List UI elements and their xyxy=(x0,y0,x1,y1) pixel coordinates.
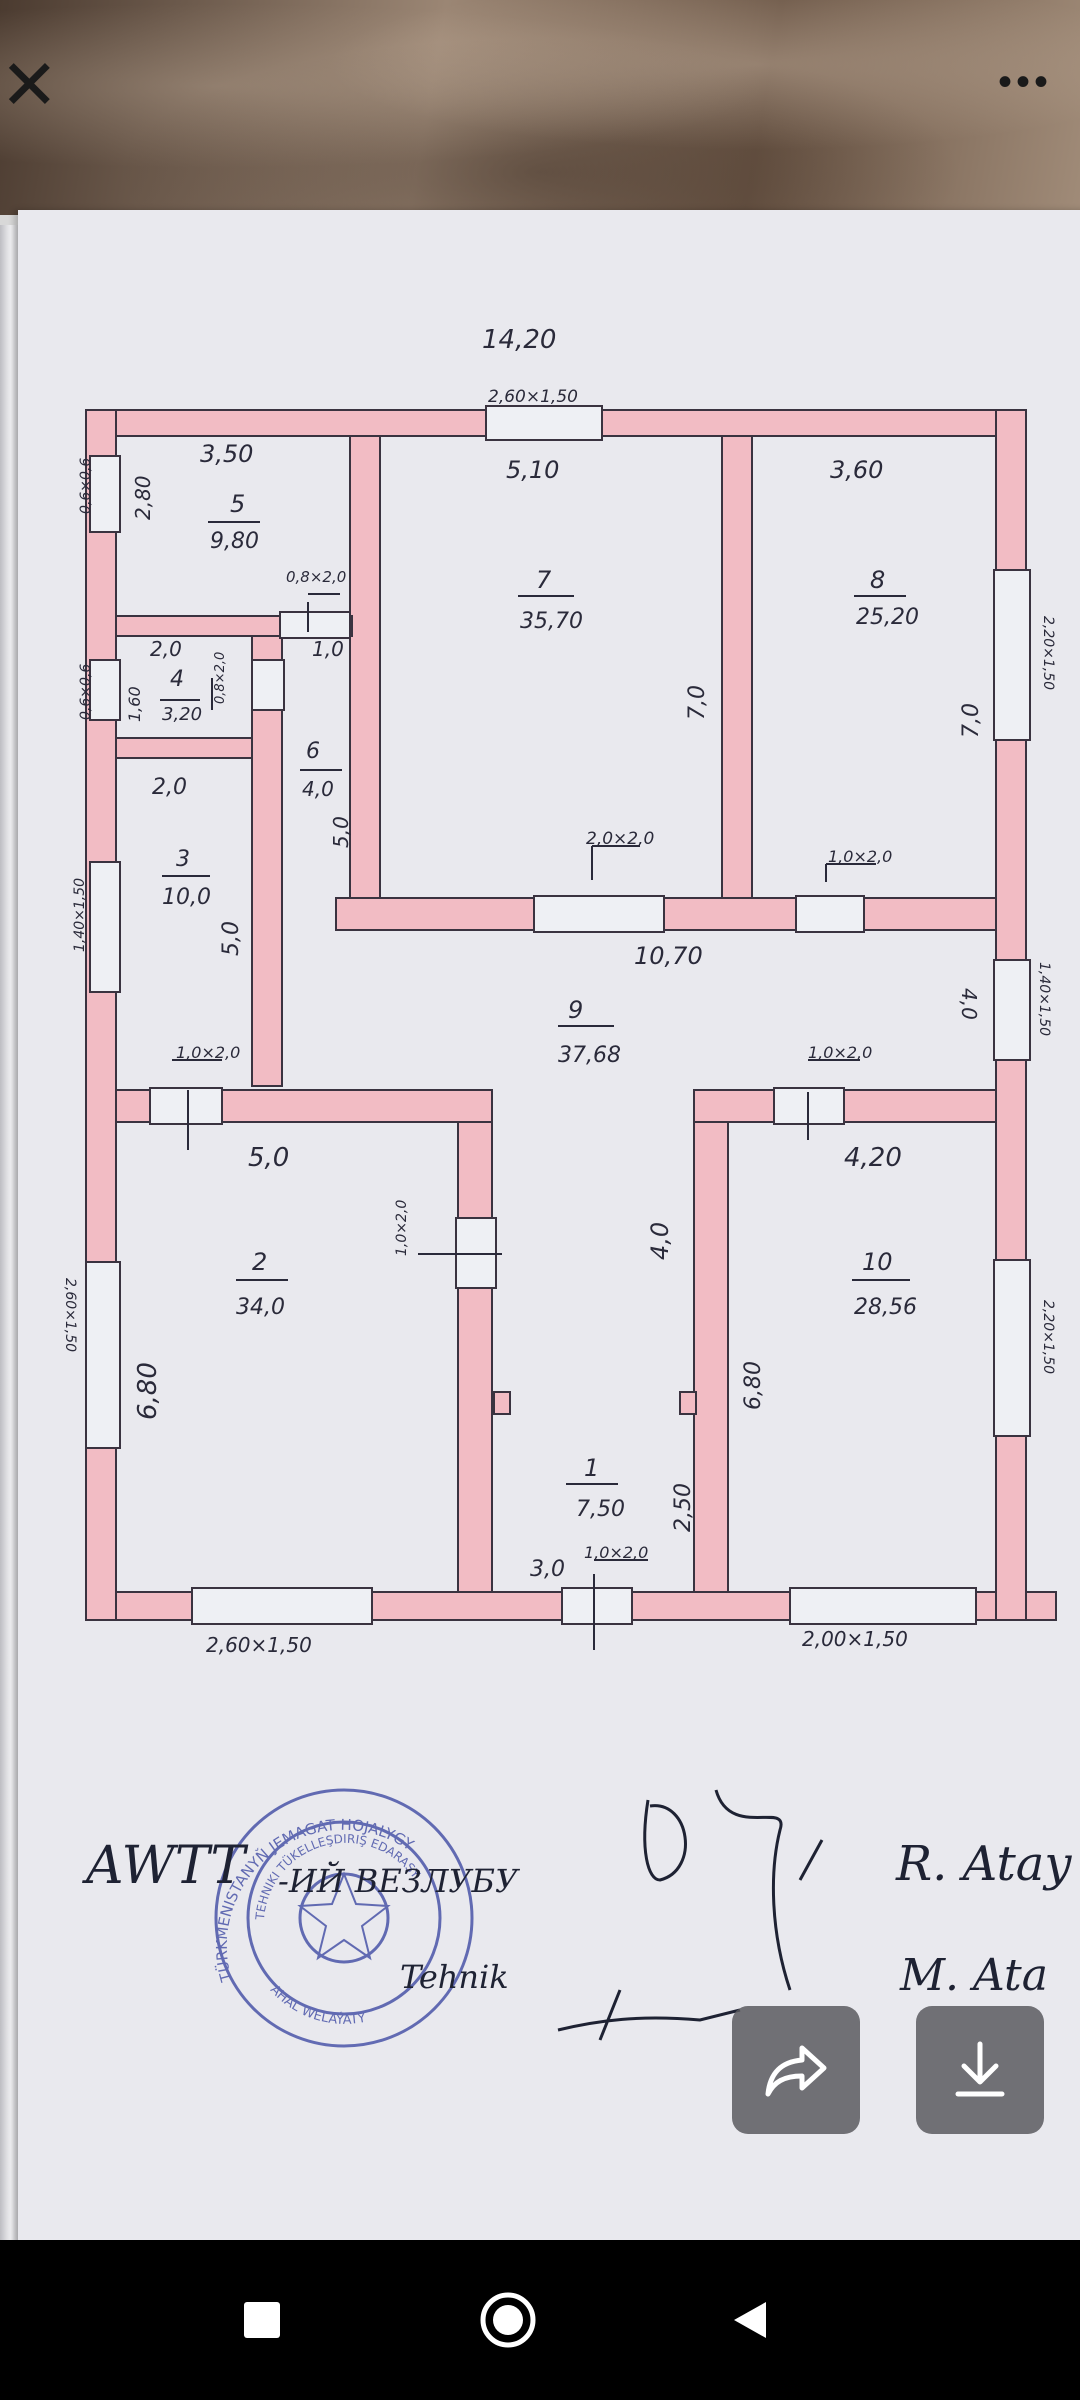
room3-number: 3 xyxy=(176,847,190,872)
corridor-height: 4,0 xyxy=(646,1222,674,1260)
background-fabric xyxy=(0,0,1080,215)
signature-line2-left: Tehnik xyxy=(400,1958,509,1996)
official-stamp: TÜRKMENISTANYŇ JEMAGAT HOJALYGY TEHNIKI … xyxy=(213,1788,474,2048)
door-room8-label: 1,0×2,0 xyxy=(828,847,892,866)
left-window-room2-label: 2,60×1,50 xyxy=(62,1278,78,1352)
room10-width: 4,20 xyxy=(844,1143,902,1173)
right-window-room10-label: 2,20×1,50 xyxy=(1040,1300,1056,1374)
wall-room4-bottom xyxy=(115,737,253,759)
room8-height: 7,0 xyxy=(959,703,984,738)
wall-room7-left xyxy=(349,435,381,901)
room2-width: 5,0 xyxy=(248,1143,289,1173)
stamp-bottom-text: AHAL WELAÝATY xyxy=(267,1982,367,2028)
svg-text:AHAL WELAÝATY: AHAL WELAÝATY xyxy=(267,1982,367,2028)
wall-corridor-top xyxy=(335,897,997,931)
door-entry-label: 1,0×2,0 xyxy=(584,1543,648,1562)
room7-area: 35,70 xyxy=(520,609,583,634)
room9-area: 37,68 xyxy=(558,1043,621,1068)
close-icon[interactable]: ✕ xyxy=(0,46,59,124)
bottom-right-window-label: 2,00×1,50 xyxy=(802,1627,908,1651)
room5-width: 3,50 xyxy=(200,440,253,468)
room10-area: 28,56 xyxy=(854,1295,917,1320)
system-navigation-bar xyxy=(0,2240,1080,2400)
room4-number: 4 xyxy=(170,667,184,692)
room7-number: 7 xyxy=(536,566,552,594)
left-window-mid-label: 0,6×0,6 xyxy=(78,664,94,720)
room6-number: 6 xyxy=(306,739,320,764)
room3-area: 10,0 xyxy=(162,885,211,910)
wall-room7-right xyxy=(721,435,753,901)
room1-height: 2,50 xyxy=(671,1483,696,1532)
signature-line1-mid: -ИЙ ВЕЗЛУБУ xyxy=(278,1862,519,1900)
triangle-back-icon xyxy=(734,2302,766,2338)
room2-area: 34,0 xyxy=(236,1295,285,1320)
signature-line1-left: AWTT xyxy=(86,1836,246,1896)
signature-line1-right: R. Atay xyxy=(896,1836,1072,1892)
room6-height: 5,0 xyxy=(329,816,353,848)
room10-height: 6,80 xyxy=(741,1361,766,1410)
room9-height: 4,0 xyxy=(957,988,981,1020)
right-window-room8-label: 2,20×1,50 xyxy=(1040,616,1056,690)
left-window-upper-label: 0,6×0,6 xyxy=(78,458,94,514)
wall-room10-left xyxy=(693,1089,729,1593)
room7-height: 7,0 xyxy=(685,685,710,720)
room4-width: 2,0 xyxy=(150,637,182,661)
recent-apps-button[interactable] xyxy=(192,2240,332,2400)
room9-width: 10,70 xyxy=(634,942,703,970)
room4-door-label: 0,8×2,0 xyxy=(213,652,228,704)
square-icon xyxy=(244,2302,280,2338)
room6-area: 4,0 xyxy=(302,777,334,801)
download-icon xyxy=(955,2041,1005,2097)
door-room10-label: 1,0×2,0 xyxy=(808,1043,872,1062)
door-small-label: 0,8×2,0 xyxy=(286,568,346,586)
room1-width: 3,0 xyxy=(530,1557,565,1582)
signature-scribble xyxy=(557,1789,824,2041)
back-button[interactable] xyxy=(680,2240,820,2400)
bottom-left-window-label: 2,60×1,50 xyxy=(206,1633,312,1657)
room1-area: 7,50 xyxy=(576,1497,625,1522)
room2-number: 2 xyxy=(252,1248,267,1276)
room2-height: 6,80 xyxy=(133,1362,163,1420)
more-options-icon[interactable]: ••• xyxy=(997,60,1052,104)
room8-number: 8 xyxy=(870,566,885,594)
share-button[interactable] xyxy=(732,2006,860,2134)
paper-sheet xyxy=(18,210,1080,2240)
top-window-label: 2,60×1,50 xyxy=(488,387,578,407)
circle-icon xyxy=(480,2292,536,2348)
signature-line2-right: M. Ata xyxy=(900,1950,1048,2001)
room10-number: 10 xyxy=(862,1248,893,1276)
room8-area: 25,20 xyxy=(856,605,919,630)
door-room7-label: 2,0×2,0 xyxy=(586,829,654,849)
room6-width: 1,0 xyxy=(312,637,344,661)
room5-height: 2,80 xyxy=(131,475,155,520)
home-button[interactable] xyxy=(438,2240,578,2400)
floor-plan: 14,20 2,60×1,50 3,50 5 9,80 2,80 0,6×0,6… xyxy=(62,325,1057,2048)
download-button[interactable] xyxy=(916,2006,1044,2134)
paper-edge xyxy=(0,225,18,2240)
share-icon xyxy=(765,2045,827,2097)
room5-area: 9,80 xyxy=(210,529,259,554)
photo-viewer: 14,20 2,60×1,50 3,50 5 9,80 2,80 0,6×0,6… xyxy=(0,0,1080,2240)
door-room3-label: 1,0×2,0 xyxy=(176,1043,240,1062)
room4-height: 1,60 xyxy=(125,686,144,722)
right-window-corridor-label: 1,40×1,50 xyxy=(1036,962,1052,1036)
room5-number: 5 xyxy=(230,490,245,518)
wall-room2-right xyxy=(457,1089,493,1593)
overall-width-label: 14,20 xyxy=(482,325,556,355)
left-window-room3-label: 1,40×1,50 xyxy=(72,878,88,952)
room3-width: 2,0 xyxy=(152,775,187,800)
door-room2-label: 1,0×2,0 xyxy=(394,1200,410,1256)
room4-area: 3,20 xyxy=(162,704,202,725)
room9-number: 9 xyxy=(568,996,583,1024)
room1-number: 1 xyxy=(584,1454,599,1482)
room3-height: 5,0 xyxy=(219,921,244,956)
room8-width: 3,60 xyxy=(830,456,883,484)
room7-width: 5,10 xyxy=(506,456,559,484)
